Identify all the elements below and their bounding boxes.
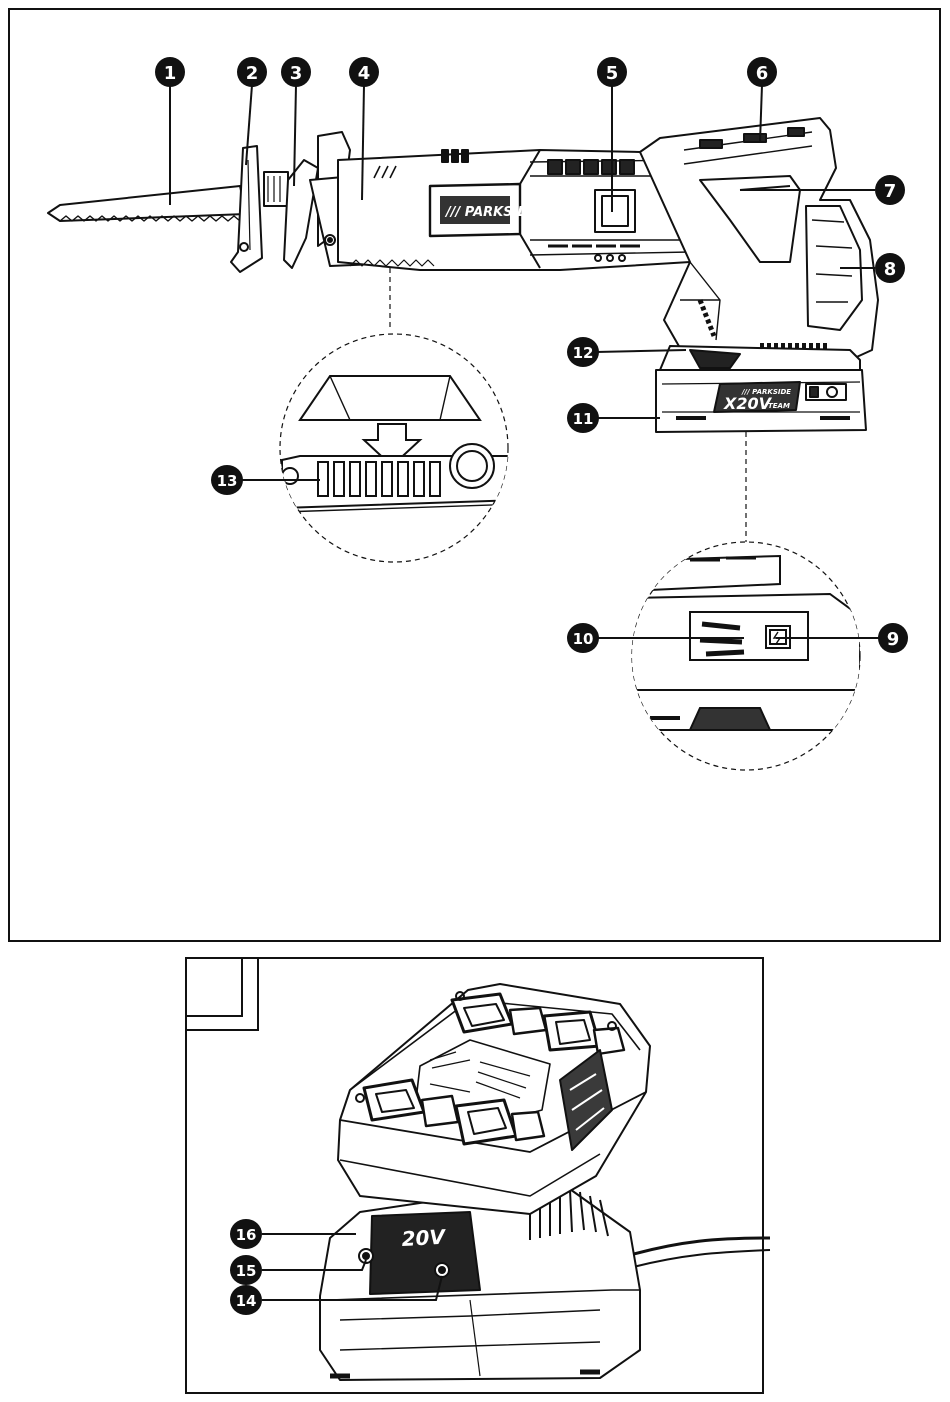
figure-bottom-panel: 20V [186,958,770,1393]
callout-16-number: 16 [236,1226,257,1244]
callout-6-number: 6 [756,63,769,84]
charger-label-text: 20V [401,1225,447,1251]
callout-3-number: 3 [290,63,303,84]
callout-5-number: 5 [606,63,619,84]
callout-4-number: 4 [358,63,371,84]
callout-14-number: 14 [236,1292,257,1310]
callout-15: 15 [230,1255,262,1285]
callout-8-number: 8 [884,259,897,280]
detail-circle-vents [280,334,520,562]
callout-15-number: 15 [236,1262,257,1280]
callout-8: 8 [875,253,905,283]
callout-7-number: 7 [884,181,897,202]
callout-13-number: 13 [217,472,238,490]
callout-1: 1 [155,57,185,87]
callout-11: 11 [567,403,599,433]
callout-14: 14 [230,1285,262,1315]
figure-box-tab [186,958,258,1030]
callout-7: 7 [875,175,905,205]
motor-housing-drawing: /// PARKSIDE [338,150,690,270]
callout-5: 5 [597,57,627,87]
callout-2-number: 2 [246,63,259,84]
brand-logo-text: /// PARKSIDE [444,205,537,220]
callout-13: 13 [211,465,243,495]
callout-12: 12 [567,337,599,367]
battery-pack-drawing: /// PARKSIDE X20V TEAM [656,346,866,432]
callout-11-number: 11 [573,410,594,428]
callout-1-number: 1 [164,63,177,84]
callout-10-number: 10 [573,630,594,648]
callout-6: 6 [747,57,777,87]
battery-team-text: TEAM [768,402,790,410]
callout-9: 9 [878,623,908,653]
charger-drawing: 20V [320,984,770,1380]
detail-circle-battery [630,542,860,770]
callout-4: 4 [349,57,379,87]
callout-12-number: 12 [573,344,594,362]
callout-2: 2 [237,57,267,87]
callout-9-number: 9 [887,629,900,650]
battery-model-text: X20V [723,394,773,413]
callout-3: 3 [281,57,311,87]
saw-blade-drawing [48,186,246,221]
callout-10: 10 [567,623,599,653]
callout-16: 16 [230,1219,262,1249]
